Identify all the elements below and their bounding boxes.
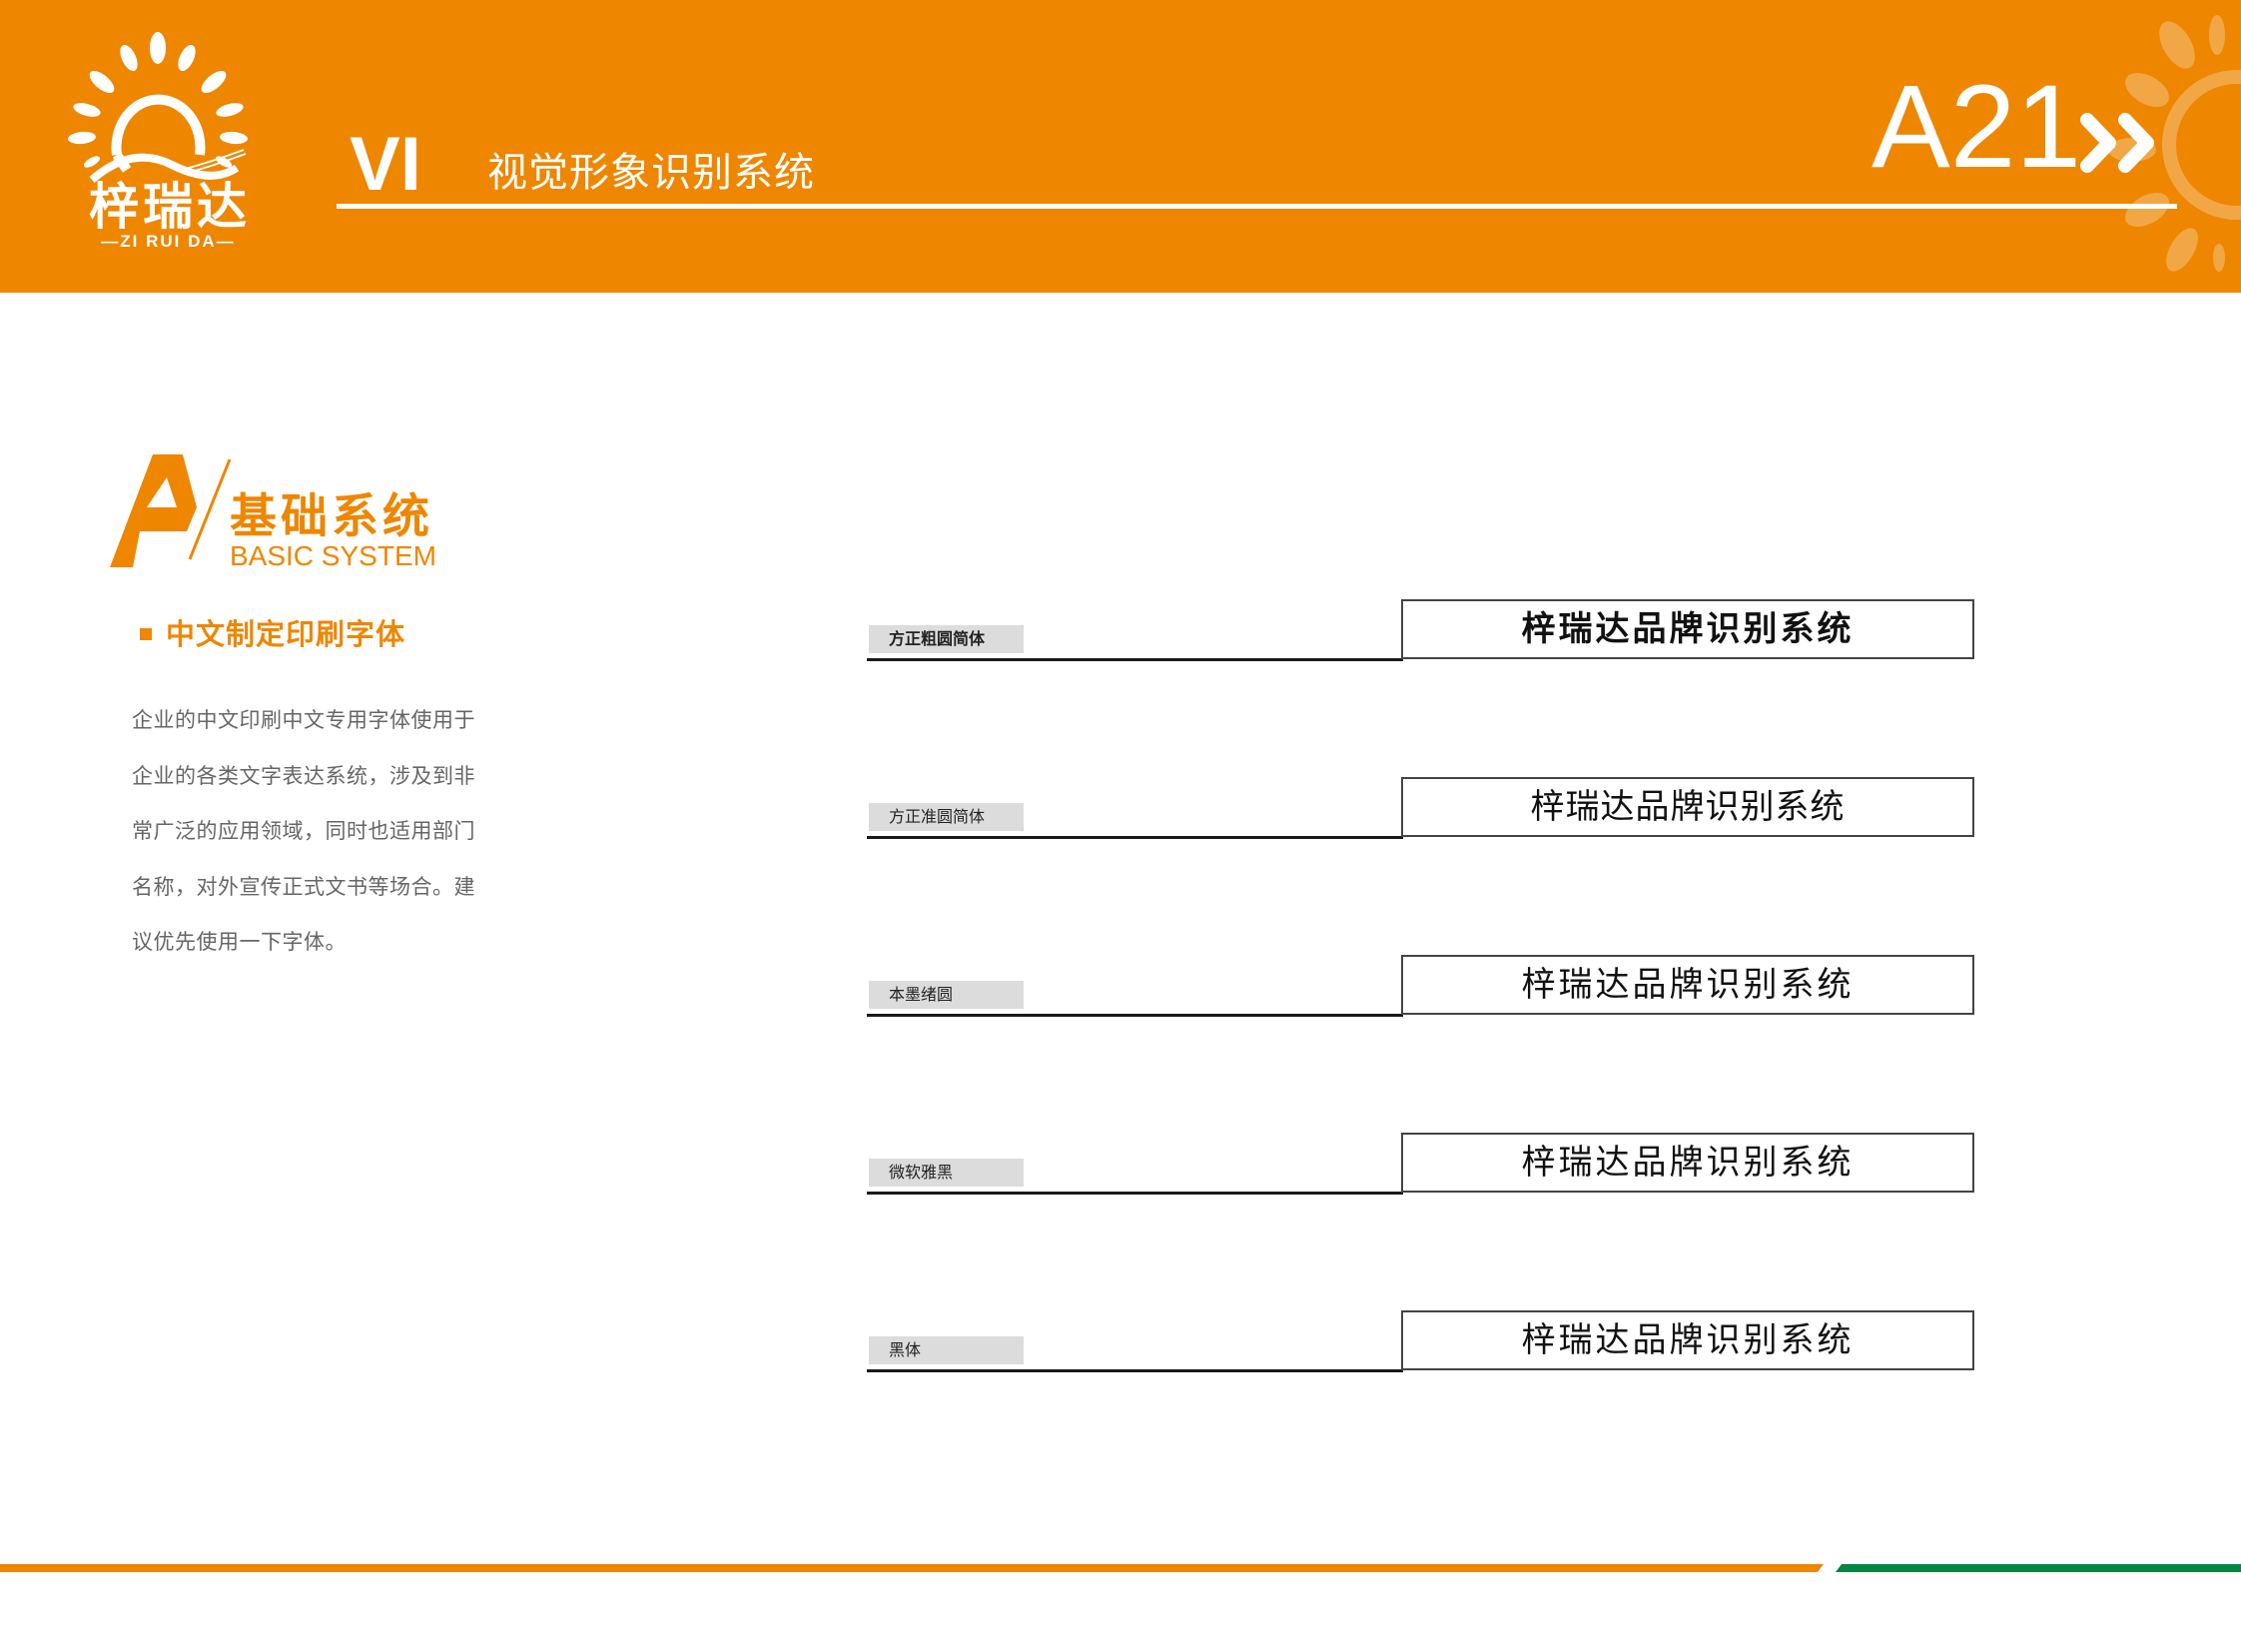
- font-sample-box: 梓瑞达品牌识别系统: [1401, 777, 1974, 837]
- square-bullet-icon: [140, 628, 152, 640]
- description-line: 企业的各类文字表达系统，涉及到非: [132, 763, 475, 788]
- page-code: A21: [1871, 61, 2081, 193]
- sun-over-wave-logo-icon: [68, 32, 248, 184]
- description: 企业的中文印刷中文专用字体使用于 企业的各类文字表达系统，涉及到非 常广泛的应用…: [132, 693, 511, 971]
- description-line: 常广泛的应用领域，同时也适用部门: [132, 819, 475, 843]
- description-line: 名称，对外宣传正式文书等场合。建: [132, 874, 475, 899]
- row-baseline: [867, 836, 1403, 839]
- font-sample-box: 梓瑞达品牌识别系统: [1401, 599, 1974, 659]
- section-title-en: BASIC SYSTEM: [230, 540, 436, 571]
- brand-name-en: —ZI RUI DA—: [101, 232, 236, 251]
- font-sample-box: 梓瑞达品牌识别系统: [1401, 955, 1974, 1015]
- footer-orange-stripe: [0, 1564, 1824, 1572]
- font-sample-row: 黑体 梓瑞达品牌识别系统: [867, 1310, 1975, 1372]
- font-name-tag: 本墨绪圆: [869, 981, 1024, 1009]
- letter-a-slash-icon: [110, 454, 232, 567]
- row-baseline: [867, 1369, 1403, 1372]
- row-baseline: [867, 1192, 1403, 1195]
- sun-decoration-icon: [2108, 15, 2241, 272]
- description-line: 议优先使用一下字体。: [132, 930, 347, 954]
- font-sample-box: 梓瑞达品牌识别系统: [1401, 1133, 1974, 1193]
- font-sample-box: 梓瑞达品牌识别系统: [1401, 1310, 1974, 1370]
- row-baseline: [867, 1014, 1403, 1017]
- font-sample-row: 方正粗圆简体 梓瑞达品牌识别系统: [867, 599, 1975, 661]
- font-name-tag: 方正准圆简体: [869, 803, 1024, 831]
- font-sample-row: 微软雅黑 梓瑞达品牌识别系统: [867, 1133, 1975, 1195]
- font-sample-row: 方正准圆简体 梓瑞达品牌识别系统: [867, 777, 1975, 839]
- header-banner: 梓瑞达 —ZI RUI DA— VI 视觉形象识别系统 A21: [0, 0, 2241, 293]
- brand-name-cn: 梓瑞达: [89, 178, 251, 236]
- vi-label: VI: [350, 122, 421, 207]
- page-title: 视觉形象识别系统: [487, 150, 815, 196]
- section-title-cn: 基础系统: [230, 489, 433, 544]
- sub-heading: 中文制定印刷字体: [140, 616, 405, 652]
- font-name-tag: 黑体: [869, 1336, 1024, 1364]
- font-sample-row: 本墨绪圆 梓瑞达品牌识别系统: [867, 955, 1975, 1017]
- description-line: 企业的中文印刷中文专用字体使用于: [132, 708, 475, 732]
- sub-heading-text: 中文制定印刷字体: [166, 617, 406, 651]
- footer-green-stripe: [1836, 1564, 2241, 1572]
- font-name-tag: 方正粗圆简体: [869, 625, 1024, 653]
- font-name-tag: 微软雅黑: [869, 1159, 1024, 1187]
- header-divider: [337, 204, 2177, 209]
- double-chevron-right-icon: [2080, 113, 2154, 173]
- row-baseline: [867, 658, 1403, 661]
